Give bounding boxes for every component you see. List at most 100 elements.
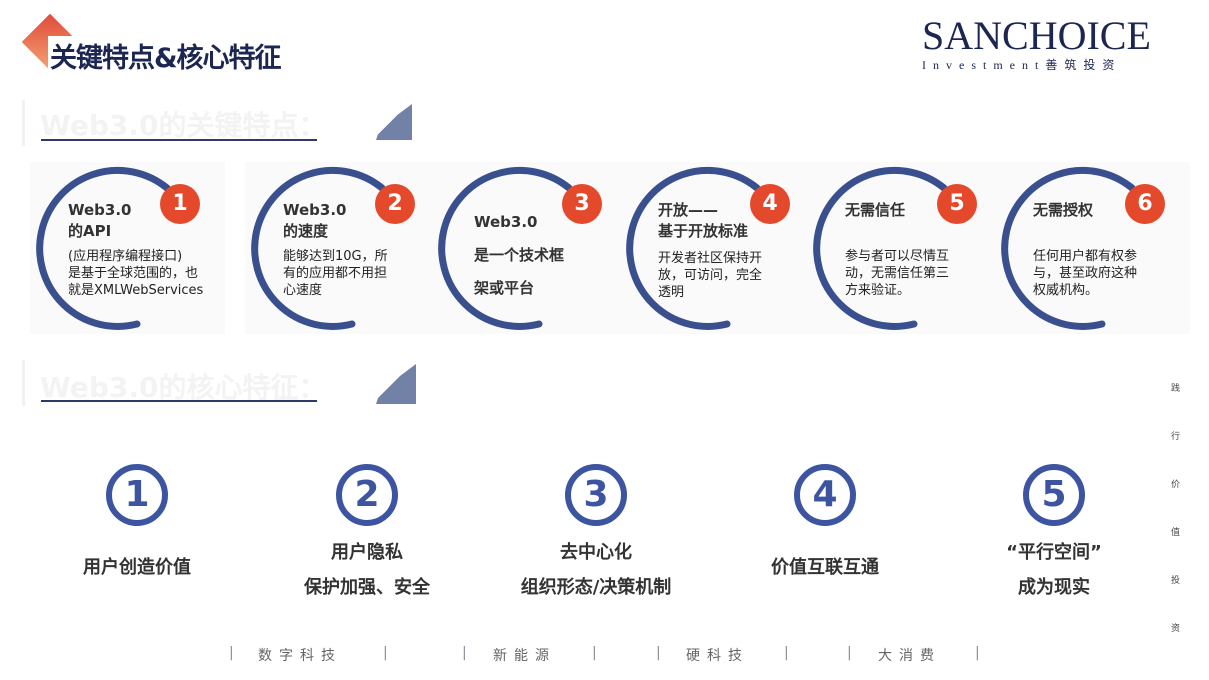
card-title-line: 是一个技术框: [474, 246, 565, 264]
footer-category: 大消费: [878, 648, 941, 664]
card-title-line: 的API: [68, 222, 112, 240]
footer-category: 数字科技: [258, 648, 342, 664]
logo: SANCHOICE Investment善筑投资: [922, 14, 1187, 73]
footer-divider: |: [383, 645, 395, 661]
card-description-line: 动，无需信任第三: [845, 266, 950, 281]
side-slogan-char: 价: [1171, 480, 1181, 490]
core-feature-label: 用户隐私保护加强、安全: [257, 535, 477, 605]
card-title: Web3.0 的速度: [283, 200, 347, 242]
card-title-line: Web3.0: [283, 201, 347, 219]
core-number-circle: 1: [106, 464, 168, 526]
footer-divider: |: [784, 645, 796, 661]
footer-divider: |: [656, 645, 668, 661]
core-feature-line: 用户隐私: [331, 542, 403, 563]
card-description-line: 是基于全球范围的，也: [68, 266, 199, 281]
ring-arc: [438, 166, 602, 330]
card-description-line: 放，可访问，完全: [658, 268, 763, 283]
section-triangle-decoration: [376, 364, 416, 404]
card-description-line: 透明: [658, 285, 685, 300]
card-title-line: Web3.0: [474, 213, 538, 231]
number-badge: 4: [762, 191, 778, 216]
card-description-line: 任何用户都有权参: [1033, 249, 1138, 264]
card-description: 开发者社区保持开放，可访问，完全透明: [658, 250, 762, 301]
number-badge: 3: [574, 191, 590, 216]
logo-sub: Investment善筑投资: [922, 58, 1122, 72]
card-description-line: 参与者可以尽情互: [845, 249, 950, 264]
card-title: 无需授权: [1033, 200, 1093, 221]
core-feature-label: 用户创造价值: [27, 550, 247, 585]
card-description-line: 心速度: [283, 283, 323, 298]
ring-arc: [251, 166, 415, 330]
card-title-line: 基于开放标准: [658, 222, 749, 240]
ring-arc: [626, 166, 790, 330]
section-bar: [22, 360, 25, 406]
card-description-line: 就是XMLWebServices: [68, 283, 204, 298]
feature-card: 2 Web3.0 的速度能够达到10G，所有的应用都不用担心速度: [245, 162, 440, 334]
card-title-line: 的速度: [283, 222, 329, 240]
core-number-circle: 4: [794, 464, 856, 526]
footer-divider: |: [975, 645, 987, 661]
card-title-line: 无需授权: [1033, 201, 1094, 219]
footer-divider: |: [462, 645, 474, 661]
card-description-line: (应用程序编程接口): [68, 249, 183, 264]
section-title-core: Web3.0的核心特征：: [40, 371, 327, 404]
section-underline: [41, 139, 317, 141]
footer-divider: |: [592, 645, 604, 661]
core-feature-line: 保护加强、安全: [304, 577, 430, 598]
ring-arc: [36, 166, 200, 330]
feature-card: 1 Web3.0 的API (应用程序编程接口) 是基于全球范围的，也就是XMLWebS…: [30, 162, 225, 334]
core-number-circle: 2: [336, 464, 398, 526]
card-description: 任何用户都有权参与，甚至政府这种权威机构。: [1033, 248, 1137, 299]
side-slogan-char: 践: [1171, 384, 1181, 394]
core-feature-label: 去中心化组织形态/决策机制: [486, 535, 706, 605]
number-badge: 1: [172, 191, 188, 216]
card-title: Web3.0 的API: [68, 200, 132, 242]
side-slogan-char: 资: [1171, 624, 1181, 634]
footer-divider: |: [847, 645, 859, 661]
card-description-line: 能够达到10G，所: [283, 249, 388, 264]
section-bar: [22, 100, 25, 146]
ring-arc: [1001, 166, 1165, 330]
number-badge: 2: [387, 191, 403, 216]
card-title: 无需信任: [845, 200, 905, 221]
core-feature-line: 组织形态/决策机制: [520, 577, 672, 598]
section-triangle-decoration: [376, 104, 412, 140]
card-description: 能够达到10G，所有的应用都不用担心速度: [283, 248, 388, 299]
card-title-line: Web3.0: [68, 201, 132, 219]
card-description: (应用程序编程接口) 是基于全球范围的，也就是XMLWebServices: [68, 248, 203, 299]
card-description-line: 权威机构。: [1033, 283, 1099, 298]
card-description-line: 有的应用都不用担: [283, 266, 388, 281]
side-slogan-char: 值: [1171, 528, 1181, 538]
card-description: 参与者可以尽情互动，无需信任第三方来验证。: [845, 248, 949, 299]
footer-category: 硬科技: [686, 648, 749, 664]
ring-arc: [813, 166, 977, 330]
section-underline: [41, 400, 317, 402]
card-description-line: 开发者社区保持开: [658, 251, 763, 266]
card-title-line: 架或平台: [474, 279, 535, 297]
footer-category: 新能源: [493, 648, 556, 664]
core-feature-line: 用户创造价值: [83, 557, 191, 578]
core-feature-label: 价值互联互通: [715, 550, 935, 585]
core-feature-line: 价值互联互通: [771, 557, 879, 578]
card-description-line: 方来验证。: [845, 283, 911, 298]
number-badge: 6: [1137, 191, 1153, 216]
core-feature-line: 去中心化: [560, 542, 632, 563]
core-feature-label: “平行空间” 成为现实: [944, 535, 1164, 605]
core-number-circle: 5: [1023, 464, 1085, 526]
side-slogan-char: 投: [1171, 576, 1181, 586]
side-slogan-char: 行: [1171, 432, 1181, 442]
card-title: Web3.0 是一个技术框架或平台: [474, 206, 564, 305]
footer-divider: |: [229, 645, 241, 661]
feature-card: 6 无需授权任何用户都有权参与，甚至政府这种权威机构。: [995, 162, 1190, 334]
card-title: 开放—— 基于开放标准: [658, 200, 748, 242]
core-feature-line: 成为现实: [1018, 577, 1090, 598]
page-title: 关键特点&核心特征: [48, 36, 283, 75]
card-description-line: 与，甚至政府这种: [1033, 266, 1138, 281]
core-feature-line: “平行空间”: [1006, 542, 1102, 563]
core-number-circle: 3: [565, 464, 627, 526]
card-title-line: 开放——: [658, 201, 719, 219]
number-badge: 5: [949, 191, 965, 216]
card-title-line: 无需信任: [845, 201, 906, 219]
